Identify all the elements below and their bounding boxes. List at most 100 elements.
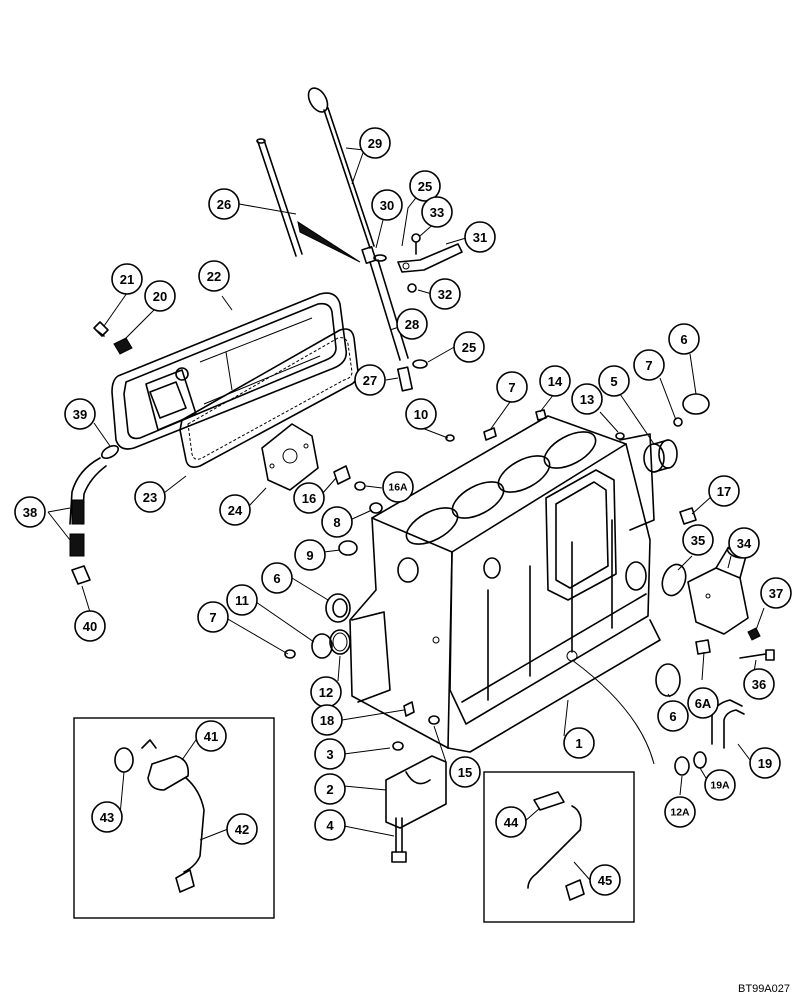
plug-part-8 (369, 502, 383, 514)
o-ring-part-16A (354, 481, 366, 491)
callout-16a: 16A (382, 471, 414, 503)
callout-6: 6 (261, 562, 293, 594)
callout-7: 7 (633, 349, 665, 381)
plug-part-17 (679, 507, 697, 525)
callout-1: 1 (563, 727, 595, 759)
callout-label: 7 (508, 380, 515, 395)
bracket-part-31 (397, 233, 463, 293)
plug-part-7-left (284, 649, 296, 659)
main-bearing-bolt-part-4 (391, 817, 407, 863)
main-bearing-cap-part-2 (385, 755, 447, 829)
callout-label: 19 (758, 756, 772, 771)
callout-label: 7 (645, 358, 652, 373)
callout-label: 3 (326, 747, 333, 762)
callout-12a: 12A (664, 796, 696, 828)
callout-label: 12A (670, 807, 690, 819)
callout-28: 28 (396, 308, 428, 340)
screw-part-21 (93, 321, 109, 337)
callout-label: 9 (306, 548, 313, 563)
callout-label: 16 (302, 491, 316, 506)
callout-label: 41 (204, 729, 218, 744)
callout-33: 33 (421, 196, 453, 228)
callout-29: 29 (359, 127, 391, 159)
cylinder-block-part-1 (349, 415, 661, 753)
callout-label: 34 (737, 536, 752, 551)
o-ring-part-12 (329, 629, 351, 655)
callout-label: 25 (418, 179, 432, 194)
callout-label: 44 (504, 815, 519, 830)
callout-26: 26 (208, 188, 240, 220)
o-ring-part-12A (674, 756, 690, 776)
callout-label: 10 (414, 407, 428, 422)
callout-44: 44 (495, 806, 527, 838)
callout-24: 24 (219, 494, 251, 526)
callout-label: 24 (228, 503, 243, 518)
callout-label: 43 (100, 810, 114, 825)
callout-32: 32 (429, 278, 461, 310)
dipstick-part-29 (307, 87, 375, 249)
callout-11: 11 (226, 584, 258, 616)
callout-label: 30 (380, 198, 394, 213)
callout-label: 36 (752, 677, 766, 692)
callout-label: 15 (458, 765, 472, 780)
dipstick-tube-lower-part-28 (361, 245, 428, 392)
dowel-part-10 (445, 434, 455, 442)
callout-5: 5 (598, 365, 630, 397)
bolt-part-36 (739, 649, 775, 661)
callout-label: 25 (462, 340, 476, 355)
plug-part-15 (428, 715, 440, 725)
o-ring-part-19A (693, 751, 707, 769)
dowel-part-13 (615, 432, 625, 440)
callout-12: 12 (310, 676, 342, 708)
callout-3: 3 (314, 738, 346, 770)
callout-label: 32 (438, 287, 452, 302)
callout-7: 7 (496, 371, 528, 403)
plug-part-7-right (673, 417, 683, 427)
callout-31: 31 (464, 221, 496, 253)
callout-label: 22 (207, 269, 221, 284)
callout-label: 37 (769, 586, 783, 601)
callout-20: 20 (144, 280, 176, 312)
callout-22: 22 (198, 260, 230, 292)
callout-4: 4 (314, 809, 346, 841)
callout-21: 21 (111, 263, 143, 295)
expansion-plug-part-6-left (325, 593, 351, 623)
callout-6: 6 (668, 323, 700, 355)
callout-25: 25 (453, 331, 485, 363)
callout-label: 39 (73, 407, 87, 422)
callout-39: 39 (64, 398, 96, 430)
callout-label: 4 (326, 818, 334, 833)
callout-label: 6A (695, 696, 712, 711)
callout-15: 15 (449, 756, 481, 788)
callout-27: 27 (354, 364, 386, 396)
bolt-part-3 (392, 741, 404, 751)
callout-41: 41 (195, 720, 227, 752)
fitting-part-16 (333, 465, 351, 485)
callout-6a: 6A (687, 687, 719, 719)
callout-2: 2 (314, 773, 346, 805)
callout-label: 19A (710, 780, 730, 792)
callout-label: 1 (575, 736, 582, 751)
callout-6: 6 (657, 700, 689, 732)
expansion-plug-part-6-bottom (655, 663, 681, 697)
callout-23: 23 (134, 481, 166, 513)
callout-30: 30 (371, 189, 403, 221)
callout-label: 18 (320, 713, 334, 728)
callout-43: 43 (91, 801, 123, 833)
callout-42: 42 (226, 813, 258, 845)
callout-8: 8 (321, 506, 353, 538)
callout-label: 2 (326, 782, 333, 797)
callout-label: 7 (209, 610, 216, 625)
callout-18: 18 (311, 704, 343, 736)
callout-label: 31 (473, 230, 487, 245)
fitting-part-6A (695, 639, 711, 655)
callout-label: 6 (273, 571, 280, 586)
callout-36: 36 (743, 668, 775, 700)
callout-9: 9 (294, 539, 326, 571)
breather-hose-part-38 (69, 457, 107, 557)
callout-label: 8 (333, 515, 340, 530)
dipstick-tube-part-26 (256, 138, 361, 263)
callout-label: 33 (430, 205, 444, 220)
callout-label: 35 (691, 533, 705, 548)
nut-part-37 (747, 627, 761, 641)
